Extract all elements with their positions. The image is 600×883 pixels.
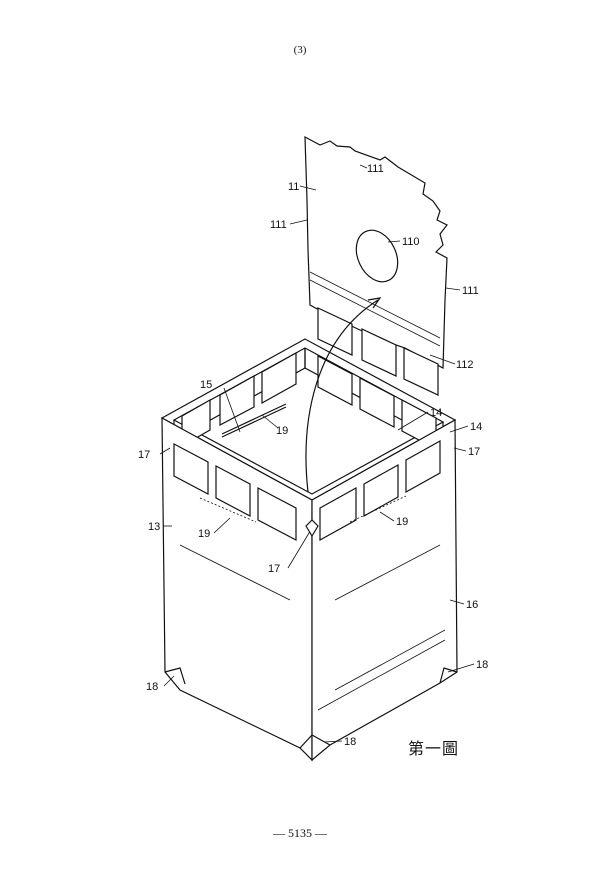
page-footer: — 5135 — <box>0 826 600 841</box>
label-17-bottom: 17 <box>268 563 280 575</box>
figure-caption: 第一圖 <box>408 735 459 759</box>
label-18-right: 18 <box>476 659 488 671</box>
label-11: 11 <box>288 181 299 193</box>
label-19-inner: 19 <box>276 425 288 437</box>
label-13: 13 <box>148 521 160 533</box>
label-112: 112 <box>456 359 474 371</box>
label-111-right: 111 <box>462 285 479 297</box>
label-15: 15 <box>200 379 212 391</box>
label-19-left: 19 <box>198 528 210 540</box>
label-17-right: 17 <box>468 446 480 458</box>
label-18-bottom: 18 <box>344 736 356 748</box>
label-111-top: 111 <box>367 163 384 175</box>
label-19-right: 19 <box>396 516 408 528</box>
label-17-left: 17 <box>138 449 150 461</box>
label-111-left: 111 <box>270 219 287 231</box>
label-14-inner: 14 <box>430 407 442 419</box>
label-18-left: 18 <box>146 681 158 693</box>
label-14-outer: 14 <box>470 421 482 433</box>
label-16: 16 <box>466 599 478 611</box>
label-110: 110 <box>402 236 420 248</box>
